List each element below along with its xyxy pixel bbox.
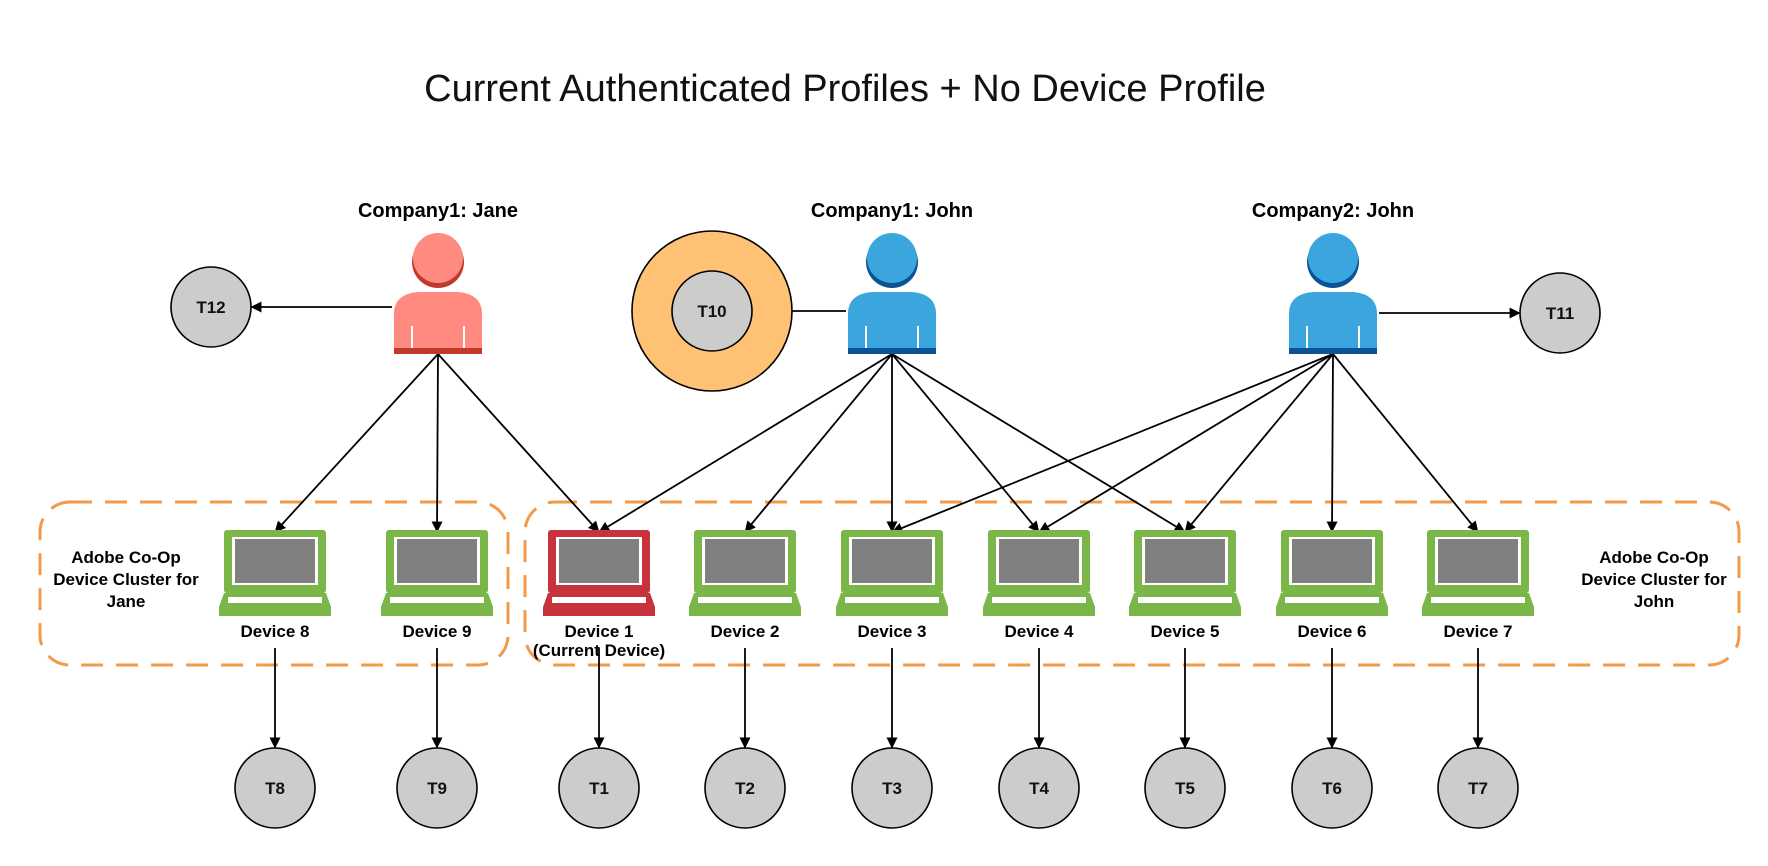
token-label: T5 [1175, 779, 1195, 798]
laptop-icon [1129, 530, 1241, 616]
token-label: T8 [265, 779, 285, 798]
edge-john2-d7 [1332, 353, 1479, 533]
token-circle [671, 270, 753, 352]
john-cluster-boundary [523, 500, 1741, 667]
token-label: T6 [1322, 779, 1342, 798]
edge-john2-d5 [1184, 353, 1334, 533]
token-label: T7 [1468, 779, 1488, 798]
token-circle [170, 266, 252, 348]
token-circle [234, 747, 316, 829]
edge-jane-d1 [437, 353, 600, 533]
edge-john1-d1 [598, 353, 893, 533]
token-t1: T1 [558, 747, 640, 829]
device-label: Device 6 [1298, 622, 1367, 641]
token-label: T3 [882, 779, 902, 798]
profile-label: Company1: Jane [358, 200, 518, 222]
laptop-icon [219, 530, 331, 616]
device-d6: Device 6 [1276, 530, 1388, 641]
device-label: Device 3 [858, 622, 927, 641]
profiles-layer: Company1: Jane Company1: John Company2: Jo… [358, 200, 1414, 354]
person-icon [394, 233, 482, 354]
person-icon [848, 233, 936, 354]
token-label: T2 [735, 779, 755, 798]
device-label: Device 1 [565, 622, 634, 641]
token-t11: T11 [1519, 272, 1601, 354]
token-circle [1437, 747, 1519, 829]
profile-jane: Company1: Jane [358, 200, 518, 354]
token-circle [851, 747, 933, 829]
laptop-icon [689, 530, 801, 616]
profile-label: Company1: John [811, 200, 973, 222]
device-label: Device 7 [1444, 622, 1513, 641]
profile-label: Company2: John [1252, 200, 1414, 222]
tokens-layer: T8 T9 T1 T2 T3 T4 T5 T6 T7 T12 T10 T11 [170, 230, 1601, 829]
edge-john2-d3 [891, 353, 1334, 534]
laptop-icon [983, 530, 1095, 616]
laptop-icon [1276, 530, 1388, 616]
token-t2: T2 [704, 747, 786, 829]
token-label: T4 [1029, 779, 1049, 798]
profile-john1: Company1: John [811, 200, 973, 354]
token-label: T10 [697, 302, 726, 321]
token-circle [998, 747, 1080, 829]
device-label: Device 5 [1151, 622, 1220, 641]
token-t10: T10 [631, 230, 793, 392]
laptop-icon [836, 530, 948, 616]
token-circle [1519, 272, 1601, 354]
jane-cluster-boundary [38, 500, 510, 667]
device-d7: Device 7 [1422, 530, 1534, 641]
edge-jane-d9 [431, 353, 443, 533]
device-d8: Device 8 [219, 530, 331, 641]
device-sublabel: (Current Device) [533, 641, 665, 660]
token-t4: T4 [998, 747, 1080, 829]
laptop-icon [543, 530, 655, 616]
edge-john1-d2 [744, 353, 893, 533]
token-label: T1 [589, 779, 609, 798]
device-d9: Device 9 [381, 530, 493, 641]
laptop-icon [381, 530, 493, 616]
device-d5: Device 5 [1129, 530, 1241, 641]
token-label: T9 [427, 779, 447, 798]
device-d4: Device 4 [983, 530, 1095, 641]
device-label: Device 8 [241, 622, 310, 641]
laptop-icon [1422, 530, 1534, 616]
token-t5: T5 [1144, 747, 1226, 829]
token-circle [396, 747, 478, 829]
device-d2: Device 2 [689, 530, 801, 641]
token-label: T12 [196, 298, 225, 317]
device-label: Device 4 [1005, 622, 1075, 641]
profile-john2: Company2: John [1252, 200, 1414, 354]
edge-john2-d4 [1038, 353, 1334, 533]
device-label: Device 2 [711, 622, 780, 641]
token-t12: T12 [170, 266, 252, 348]
token-t9: T9 [396, 747, 478, 829]
token-t8: T8 [234, 747, 316, 829]
person-icon [1289, 233, 1377, 354]
token-circle [1291, 747, 1373, 829]
edge-jane-d8 [274, 353, 439, 533]
device-d3: Device 3 [836, 530, 948, 641]
edge-john2-d6 [1326, 353, 1338, 533]
edges-layer [250, 301, 1521, 749]
token-circle [1144, 747, 1226, 829]
devices-layer: Device 8 Device 9 Device 1(Current Device)… [219, 530, 1534, 660]
token-circle [704, 747, 786, 829]
page-title: Current Authenticated Profiles + No Devi… [424, 68, 1266, 110]
edge-john1-d4 [891, 353, 1040, 533]
token-t7: T7 [1437, 747, 1519, 829]
token-label: T11 [1546, 304, 1574, 323]
device-d1: Device 1(Current Device) [533, 530, 665, 660]
token-t6: T6 [1291, 747, 1373, 829]
token-t3: T3 [851, 747, 933, 829]
token-circle [558, 747, 640, 829]
edge-john1-d5 [891, 353, 1186, 533]
device-label: Device 9 [403, 622, 472, 641]
